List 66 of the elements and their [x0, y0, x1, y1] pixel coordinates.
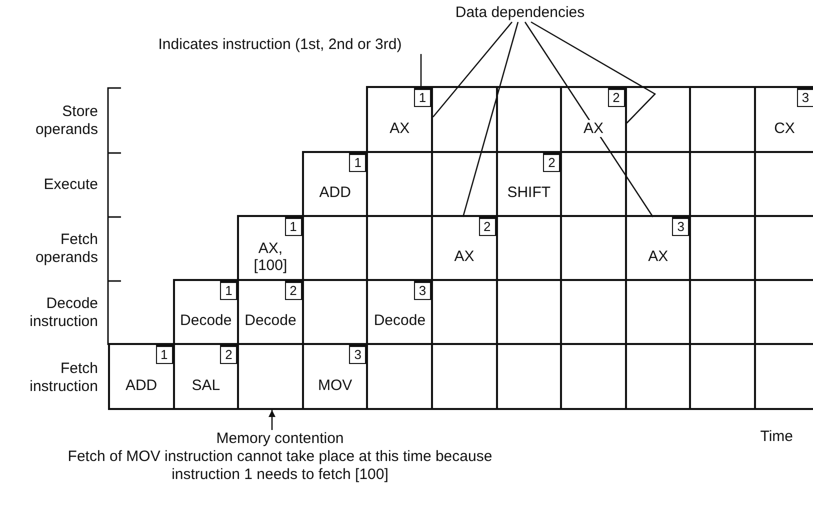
- annotation-text: Data dependencies: [450, 4, 590, 22]
- timing-cell: [626, 217, 692, 281]
- leader-line: [432, 22, 512, 118]
- leader-line: [462, 22, 519, 218]
- timing-cell: [304, 217, 368, 281]
- timing-cell: [691, 86, 756, 153]
- row-label: Execute: [42, 176, 98, 194]
- instruction-number: 1: [284, 217, 302, 236]
- timing-cell: [174, 345, 240, 410]
- leader-line: [420, 54, 422, 88]
- timing-cell: [626, 345, 692, 410]
- timing-cell: [626, 86, 692, 153]
- instruction-number: 3: [672, 217, 690, 236]
- timing-cell: [433, 345, 498, 410]
- instruction-number: 1: [414, 88, 431, 107]
- timing-cell: [108, 343, 175, 410]
- instruction-number: 2: [543, 153, 560, 172]
- instruction-number: 2: [284, 281, 302, 300]
- timing-cell: [691, 153, 756, 217]
- timing-cell: [237, 215, 304, 281]
- timing-cell: [239, 281, 304, 345]
- leader-line: [530, 21, 656, 124]
- timing-cell: [433, 86, 498, 153]
- timing-cell: [562, 281, 627, 345]
- timing-cell: [368, 153, 433, 217]
- timing-cell: [562, 86, 627, 153]
- timing-cell: [498, 281, 562, 345]
- row-label: Store operands: [34, 102, 98, 138]
- axis-label: Time: [760, 428, 793, 446]
- instruction-number: 1: [349, 153, 366, 172]
- instruction-text: AX: [582, 120, 604, 138]
- timing-cell: [498, 217, 562, 281]
- timing-cell: [691, 345, 756, 410]
- arrow: [268, 410, 276, 430]
- timing-cell: [172, 279, 240, 345]
- timing-cell: [304, 345, 368, 410]
- timing-cell: [562, 153, 627, 217]
- timing-cell: [756, 86, 813, 153]
- instruction-number: 1: [156, 345, 173, 364]
- timing-cell: [691, 217, 756, 281]
- instruction-number: 2: [608, 88, 625, 107]
- timing-cell: [498, 153, 562, 217]
- timing-cell: [433, 281, 498, 345]
- timing-cell: [562, 217, 627, 281]
- row-label: Decode instruction: [28, 295, 98, 331]
- timing-cell: [366, 86, 433, 153]
- row-label: Fetch operands: [34, 231, 98, 267]
- timing-cell: [691, 281, 756, 345]
- timing-cell: [302, 151, 368, 217]
- timing-cell: [498, 345, 562, 410]
- instruction-number: 3: [414, 281, 431, 300]
- row-label: Fetch instruction: [28, 360, 98, 396]
- timing-cell: [368, 345, 433, 410]
- instruction-number: 2: [478, 217, 496, 236]
- timing-cell: [562, 345, 627, 410]
- instruction-number: 3: [797, 88, 813, 107]
- timing-cell: [433, 217, 498, 281]
- timing-cell: [239, 345, 304, 410]
- timing-cell: [498, 86, 562, 153]
- instruction-number: 3: [349, 345, 366, 364]
- instruction-number: 2: [220, 345, 238, 364]
- annotation-text: Indicates instruction (1st, 2nd or 3rd): [130, 36, 430, 54]
- timing-cell: [368, 281, 433, 345]
- timing-cell: [626, 281, 692, 345]
- instruction-number: 1: [220, 281, 238, 300]
- leader-line: [524, 22, 654, 218]
